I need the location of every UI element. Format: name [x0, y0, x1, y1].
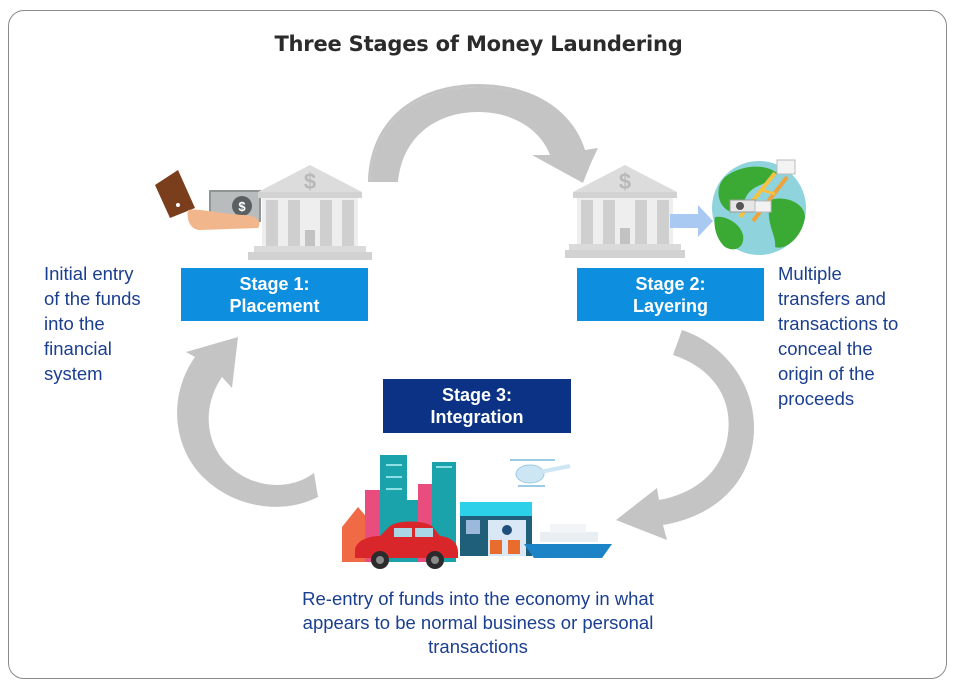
yacht-icon — [524, 524, 612, 558]
layering-description: Multiple transfers and transactions to c… — [778, 261, 928, 411]
stage-3-integration-box: Stage 3: Integration — [383, 379, 571, 433]
stage-2-layering-box: Stage 2: Layering — [577, 268, 764, 321]
description-line: of the funds — [44, 288, 141, 309]
stage-1-name: Placement — [229, 295, 320, 316]
transfer-arrow-icon — [670, 205, 713, 237]
hand-with-money-icon: $ — [155, 170, 261, 230]
placement-illustration: $ $ — [155, 165, 372, 260]
description-line: transfers and — [778, 288, 886, 309]
description-line: conceal the — [778, 338, 873, 359]
shop-icon — [460, 502, 532, 556]
bank-icon: $ — [248, 165, 372, 260]
svg-text:$: $ — [238, 199, 246, 214]
description-line: proceeds — [778, 388, 855, 409]
placement-description: Initial entry of the funds into the fina… — [44, 261, 174, 386]
description-line: transactions to — [778, 313, 899, 334]
car-icon — [355, 521, 458, 569]
integration-description: Re-entry of funds into the economy in wh… — [250, 587, 706, 659]
stage-1-placement-box: Stage 1: Placement — [181, 268, 368, 321]
diagram-title: Three Stages of Money Laundering — [274, 32, 683, 56]
arrow-layering-to-integration — [616, 330, 755, 540]
stage-3-number: Stage 3: — [441, 385, 513, 405]
description-line: system — [44, 363, 103, 384]
stage-2-name: Layering — [632, 295, 709, 316]
layering-illustration: $ — [565, 159, 806, 258]
stage-1-number: Stage 1: — [239, 273, 310, 294]
helicopter-icon — [510, 459, 571, 487]
description-line: into the — [44, 313, 105, 334]
description-line: Multiple — [778, 263, 842, 284]
description-line: financial — [44, 338, 112, 359]
bank-icon: $ — [565, 165, 685, 258]
globe-icon — [712, 159, 806, 255]
stage-3-name: Integration — [430, 407, 524, 427]
integration-illustration — [342, 455, 612, 569]
description-line: appears to be normal business or persona… — [302, 612, 654, 633]
arrow-integration-to-placement — [177, 337, 318, 507]
arrow-placement-to-layering — [368, 84, 598, 183]
stage-2-number: Stage 2: — [635, 273, 706, 294]
description-line: Initial entry — [44, 263, 134, 284]
svg-text:$: $ — [304, 169, 316, 194]
description-line: origin of the — [778, 363, 875, 384]
description-line: transactions — [428, 636, 528, 657]
svg-text:$: $ — [619, 169, 631, 194]
description-line: Re-entry of funds into the economy in wh… — [302, 588, 654, 609]
diagram-frame — [8, 10, 947, 679]
